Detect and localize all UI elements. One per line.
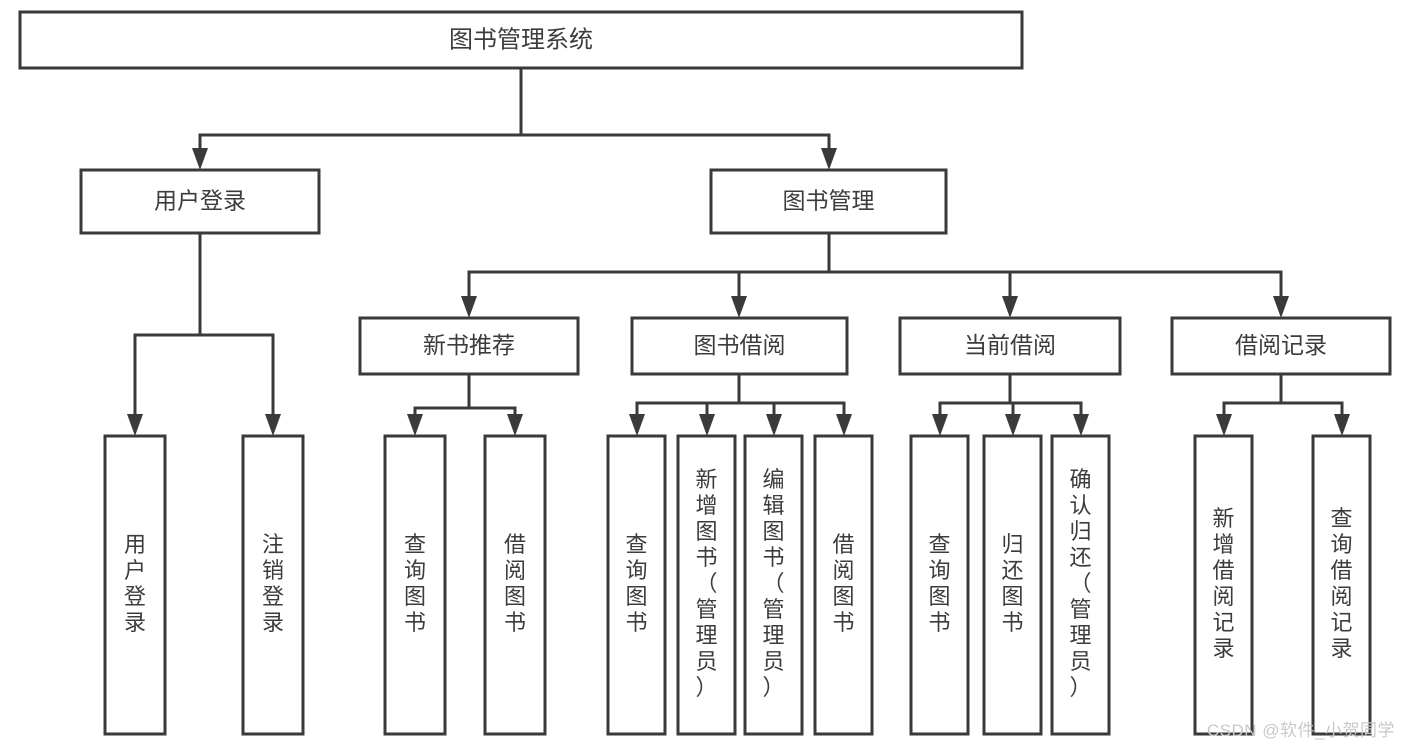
login-leaf-drop-0-arrow xyxy=(127,414,143,436)
node-leaf-confirm-return[interactable]: 确认归还（管理员） xyxy=(1050,434,1111,736)
node-box-leaf-add-book[interactable] xyxy=(676,434,737,736)
node-box-book-manage[interactable] xyxy=(709,168,948,235)
node-leaf-query-record[interactable]: 查询借阅记录 xyxy=(1311,434,1372,736)
group-book-borrow-leaf-drop-1-arrow xyxy=(699,414,715,436)
node-borrow-record[interactable]: 借阅记录 xyxy=(1170,316,1392,376)
node-layer: 图书管理系统用户登录图书管理新书推荐图书借阅当前借阅借阅记录用户登录注销登录查询… xyxy=(18,10,1392,736)
node-box-leaf-borrow-book-1[interactable] xyxy=(483,434,547,736)
node-label-current-borrow: 当前借阅 xyxy=(964,332,1056,358)
node-box-user-login[interactable] xyxy=(79,168,321,235)
node-box-leaf-query-book-3[interactable] xyxy=(909,434,970,736)
group-borrow-record-leaf-drop-1-arrow xyxy=(1334,414,1350,436)
node-label-root: 图书管理系统 xyxy=(449,26,593,53)
node-leaf-borrow-book-1[interactable]: 借阅图书 xyxy=(483,434,547,736)
node-leaf-query-book-3[interactable]: 查询图书 xyxy=(909,434,970,736)
node-current-borrow[interactable]: 当前借阅 xyxy=(898,316,1122,376)
group-borrow-record-leaf-drop-0-arrow xyxy=(1216,414,1232,436)
node-leaf-return-book[interactable]: 归还图书 xyxy=(982,434,1043,736)
group-current-borrow-leaf-drop-1-arrow xyxy=(1005,414,1021,436)
connector-layer xyxy=(127,66,1350,436)
manage-drop-1-arrow xyxy=(731,296,747,318)
node-leaf-user-login[interactable]: 用户登录 xyxy=(103,434,167,736)
node-box-leaf-add-record[interactable] xyxy=(1193,434,1254,736)
node-leaf-add-book[interactable]: 新增图书（管理员） xyxy=(676,434,737,736)
node-label-leaf-borrow-book-2: 借阅图书 xyxy=(832,532,854,635)
node-label-leaf-query-book-2: 查询图书 xyxy=(625,532,647,635)
root-drop-1-arrow xyxy=(821,148,837,170)
node-label-book-borrow: 图书借阅 xyxy=(694,332,786,358)
node-label-leaf-query-book-3: 查询图书 xyxy=(928,532,950,635)
node-label-new-book-recommend: 新书推荐 xyxy=(423,332,515,358)
group-book-borrow-leaf-drop-2-arrow xyxy=(766,414,782,436)
node-box-leaf-query-book-1[interactable] xyxy=(383,434,447,736)
manage-drop-3-arrow xyxy=(1273,296,1289,318)
node-box-leaf-logout[interactable] xyxy=(241,434,305,736)
node-leaf-query-book-2[interactable]: 查询图书 xyxy=(606,434,667,736)
login-leaf-drop-1-arrow xyxy=(265,414,281,436)
node-label-leaf-edit-book: 编辑图书（管理员） xyxy=(762,467,784,700)
node-box-borrow-record[interactable] xyxy=(1170,316,1392,376)
node-box-leaf-query-record[interactable] xyxy=(1311,434,1372,736)
manage-drop-2-arrow xyxy=(1002,296,1018,318)
node-leaf-logout[interactable]: 注销登录 xyxy=(241,434,305,736)
node-box-leaf-edit-book[interactable] xyxy=(743,434,804,736)
node-box-book-borrow[interactable] xyxy=(630,316,849,376)
node-box-root[interactable] xyxy=(18,10,1024,70)
node-box-leaf-return-book[interactable] xyxy=(982,434,1043,736)
node-user-login[interactable]: 用户登录 xyxy=(79,168,321,235)
node-label-borrow-record: 借阅记录 xyxy=(1235,332,1327,358)
node-label-leaf-user-login: 用户登录 xyxy=(124,532,146,635)
group-book-borrow-leaf-drop-3-arrow xyxy=(836,414,852,436)
node-box-current-borrow[interactable] xyxy=(898,316,1122,376)
node-label-leaf-confirm-return: 确认归还（管理员） xyxy=(1069,467,1091,700)
node-label-leaf-borrow-book-1: 借阅图书 xyxy=(504,532,526,635)
node-label-leaf-query-book-1: 查询图书 xyxy=(404,532,426,635)
node-leaf-edit-book[interactable]: 编辑图书（管理员） xyxy=(743,434,804,736)
node-new-book-recommend[interactable]: 新书推荐 xyxy=(358,316,580,376)
node-box-leaf-confirm-return[interactable] xyxy=(1050,434,1111,736)
node-label-leaf-add-record: 新增借阅记录 xyxy=(1212,506,1234,661)
group-new-book-recommend-leaf-drop-0-arrow xyxy=(407,414,423,436)
group-book-borrow-leaf-drop-0-arrow xyxy=(629,414,645,436)
node-leaf-query-book-1[interactable]: 查询图书 xyxy=(383,434,447,736)
node-box-leaf-user-login[interactable] xyxy=(103,434,167,736)
manage-drop-0-arrow xyxy=(461,296,477,318)
node-label-leaf-logout: 注销登录 xyxy=(262,532,284,635)
node-leaf-add-record[interactable]: 新增借阅记录 xyxy=(1193,434,1254,736)
group-current-borrow-leaf-drop-0-arrow xyxy=(932,414,948,436)
node-box-new-book-recommend[interactable] xyxy=(358,316,580,376)
node-book-manage[interactable]: 图书管理 xyxy=(709,168,948,235)
node-box-leaf-borrow-book-2[interactable] xyxy=(813,434,874,736)
node-leaf-borrow-book-2[interactable]: 借阅图书 xyxy=(813,434,874,736)
root-drop-0-arrow xyxy=(192,148,208,170)
node-box-leaf-query-book-2[interactable] xyxy=(606,434,667,736)
node-label-user-login: 用户登录 xyxy=(154,188,246,214)
node-label-book-manage: 图书管理 xyxy=(783,188,875,214)
group-current-borrow-leaf-drop-2-arrow xyxy=(1073,414,1089,436)
node-label-leaf-query-record: 查询借阅记录 xyxy=(1330,506,1352,661)
group-new-book-recommend-leaf-drop-1-arrow xyxy=(507,414,523,436)
node-label-leaf-add-book: 新增图书（管理员） xyxy=(695,467,717,700)
node-label-leaf-return-book: 归还图书 xyxy=(1001,532,1023,635)
node-book-borrow[interactable]: 图书借阅 xyxy=(630,316,849,376)
node-root[interactable]: 图书管理系统 xyxy=(18,10,1024,70)
